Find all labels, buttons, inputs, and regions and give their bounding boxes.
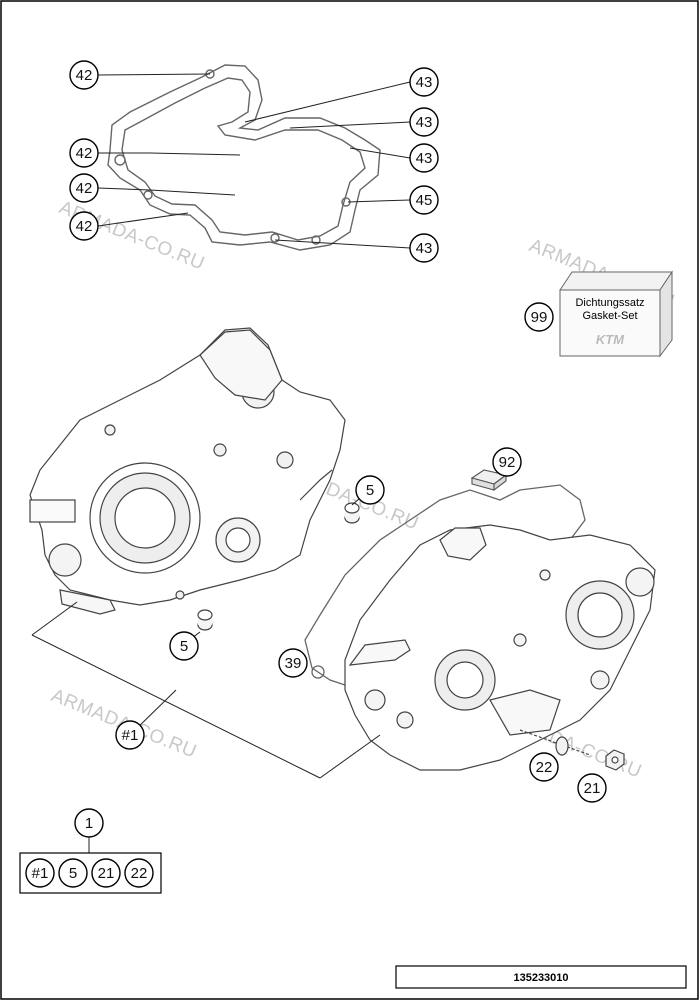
callout-5-upper-label: 5: [366, 482, 374, 499]
gasket-set-line1: Dichtungssatz: [575, 297, 644, 309]
callout-43-c: 43: [409, 143, 439, 173]
left-crankcase-half: [29, 327, 346, 615]
callout-99-label: 99: [531, 309, 548, 326]
kit-item-4-label: 22: [131, 865, 148, 882]
kit-item-1: #1: [25, 858, 55, 888]
callout-5-upper: 5: [351, 475, 385, 506]
dowel-pin-upper: [344, 502, 360, 524]
gasket-set-line2: Gasket-Set: [582, 310, 637, 322]
callout-1-set: #1: [115, 720, 145, 750]
callout-43-b: 43: [409, 107, 439, 137]
kit-item-1-label: #1: [32, 865, 49, 882]
kit-callout-1-label: 1: [85, 815, 93, 832]
callout-99: 99: [524, 302, 554, 332]
drawing-number-box: 135233010: [395, 965, 687, 989]
callout-21: 21: [577, 773, 607, 803]
gasket-leaders: [97, 73, 411, 249]
callout-1-set-label: #1: [122, 727, 139, 744]
kit-item-4: 22: [124, 858, 154, 888]
callout-5-lower-label: 5: [180, 638, 188, 655]
nut-21: [605, 749, 625, 771]
callout-22-label: 22: [536, 759, 553, 776]
callout-43-d: 43: [409, 233, 439, 263]
callout-42-d: 42: [69, 211, 99, 241]
callout-42-b-label: 42: [76, 145, 93, 162]
callout-42-d-label: 42: [76, 218, 93, 235]
callout-42-c-label: 42: [76, 180, 93, 197]
callout-39-label: 39: [285, 655, 302, 672]
gasket-set-box: Dichtungssatz Gasket-Set KTM: [559, 270, 673, 358]
callout-22: 22: [529, 752, 559, 782]
kit-legend: 1 #1 5 21 22: [19, 808, 162, 894]
callout-21-label: 21: [584, 780, 601, 797]
callout-43-d-label: 43: [416, 240, 433, 257]
callout-42-a-label: 42: [76, 67, 93, 84]
right-crankcase-half: [344, 524, 656, 771]
kit-item-2-label: 5: [69, 865, 77, 882]
drawing-number: 135233010: [513, 972, 568, 984]
screw-22: [519, 729, 591, 756]
ktm-logo: KTM: [596, 332, 625, 347]
callout-45: 45: [409, 185, 439, 215]
callout-43-a-label: 43: [416, 74, 433, 91]
callout-45-label: 45: [416, 192, 433, 209]
callout-43-c-label: 43: [416, 150, 433, 167]
dowel-pin-lower: [197, 609, 213, 631]
crankcase-gasket: [107, 64, 381, 251]
kit-item-3-label: 21: [98, 865, 115, 882]
callout-43-a: 43: [409, 67, 439, 97]
callout-5-lower: 5: [169, 631, 201, 661]
callout-92-label: 92: [499, 454, 516, 471]
callout-39: 39: [278, 648, 308, 678]
callout-92: 92: [492, 447, 522, 477]
callout-42-a: 42: [69, 60, 99, 90]
callout-42-c: 42: [69, 173, 99, 203]
callout-43-b-label: 43: [416, 114, 433, 131]
callout-42-b: 42: [69, 138, 99, 168]
kit-item-3: 21: [91, 858, 121, 888]
kit-item-2: 5: [58, 858, 88, 888]
